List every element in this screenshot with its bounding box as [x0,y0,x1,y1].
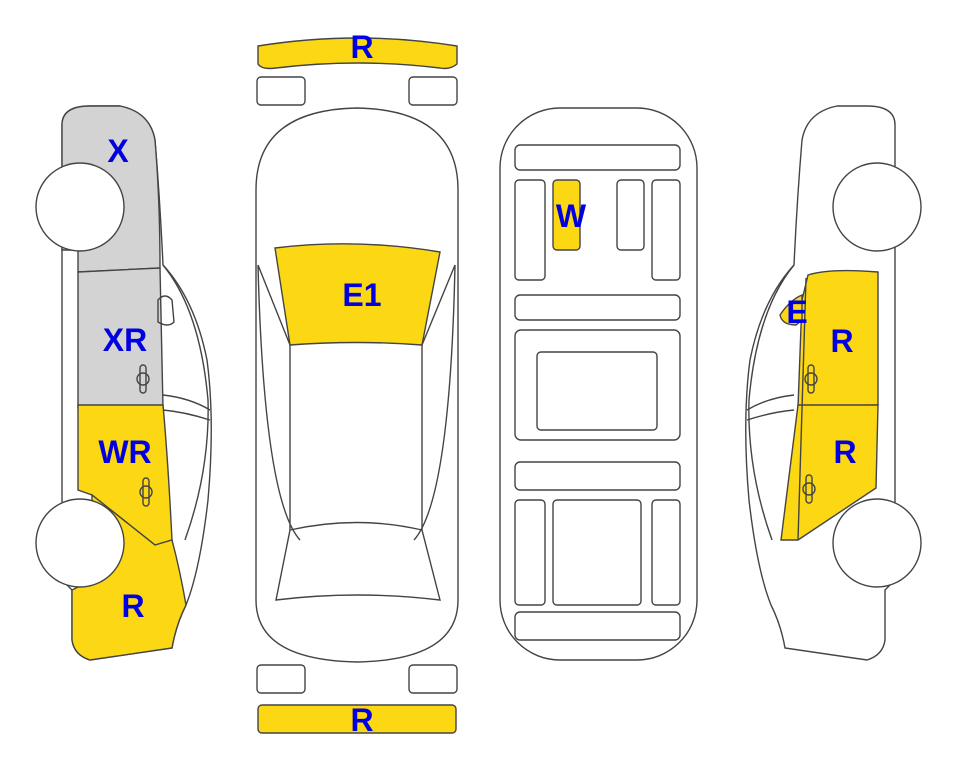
front-seat [616,179,645,251]
left-rear-door-handle-icon [136,364,150,394]
right-rear-door-handle-icon [804,364,818,394]
rear-left-light [256,664,306,694]
label-seat: W [556,198,587,234]
label-right-rear-door: R [830,323,853,359]
label-right-mirror: E [786,294,807,330]
left-front-door-handle-icon [139,477,153,507]
left-side-view: X XR WR R [35,105,212,661]
right-window-frame [748,264,795,541]
left-front-wheel [35,498,125,588]
label-left-quarter: X [107,133,129,169]
roof-outline [257,264,456,541]
label-left-front-door: WR [98,434,151,470]
rear-window [275,521,441,601]
console-bar [514,294,681,321]
dashboard [514,144,681,171]
left-pillar [162,394,211,421]
right-front-door-handle-icon [802,474,816,504]
center-inner [536,351,658,431]
left-rear-wheel [35,162,125,252]
right-front-seat [651,179,681,281]
front-seat-damaged[interactable] [552,179,581,251]
left-window-frame [162,264,209,541]
label-front-bumper: R [350,29,373,65]
front-bumper[interactable] [257,37,458,70]
label-left-rear-door: XR [103,322,147,358]
rear-right-seat [651,499,681,606]
left-mirror [157,295,175,326]
left-front-seat [514,179,546,281]
right-mirror[interactable] [779,293,803,326]
rear-center-seat [552,499,642,606]
right-door-line [797,277,807,541]
label-left-fender: R [121,588,144,624]
right-pillar [746,394,795,421]
right-rear-wheel [832,498,922,588]
front-right-light [408,76,458,106]
label-rear-bumper: R [350,702,373,738]
right-front-wheel [832,162,922,252]
rear-left-seat [514,499,546,606]
label-windshield: E1 [342,277,381,313]
rear-right-light [408,664,458,694]
top-body-outline [255,107,459,663]
interior-view: W [499,107,698,661]
front-left-light [256,76,306,106]
rear-bar [514,461,681,491]
rear-bumper[interactable] [257,704,457,734]
label-right-front-door: R [833,434,856,470]
windshield[interactable] [274,243,441,346]
right-side-view: E R R [745,105,922,661]
trunk-bar [514,611,681,641]
top-view: R E1 R [255,29,459,738]
